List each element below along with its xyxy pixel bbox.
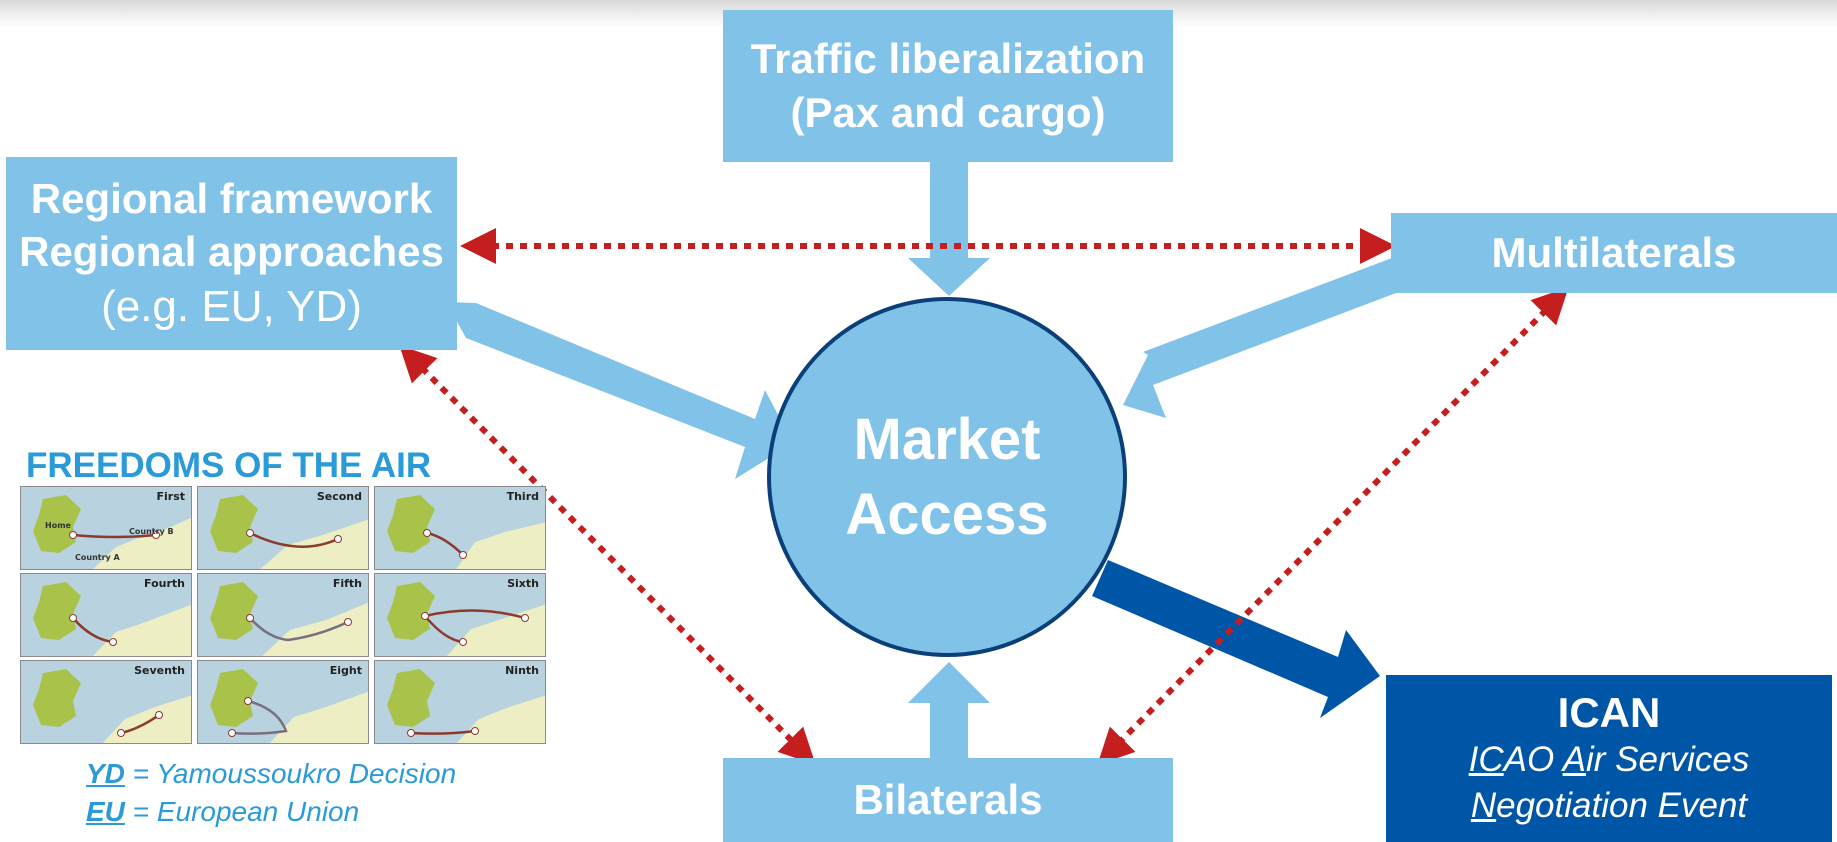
panel-label: First	[156, 490, 185, 503]
panel-label: Third	[506, 490, 539, 503]
multilaterals-label: Multilaterals	[1491, 229, 1737, 277]
country-b-label: Country B	[129, 527, 174, 536]
traffic-line2: (Pax and cargo)	[790, 89, 1106, 136]
regional-line3: (e.g. EU, YD)	[101, 282, 362, 332]
ican-line2: Negotiation Event	[1471, 783, 1747, 829]
regional-framework-box: Regional framework Regional approaches (…	[6, 157, 457, 350]
panel-label: Fifth	[332, 577, 362, 590]
ican-negotiation: egotiation Event	[1496, 785, 1748, 825]
freedom-panel: Sixth	[374, 573, 546, 657]
legend-yd-key: YD	[86, 758, 125, 789]
legend-eu-text: = European Union	[124, 796, 360, 827]
freedoms-grid: First Home Country B Country A Second Th…	[20, 486, 548, 744]
arrow-multi-to-center	[1123, 258, 1404, 418]
panel-label: Sixth	[507, 577, 539, 590]
ican-a: A	[1562, 740, 1586, 780]
country-a-label: Country A	[75, 553, 120, 562]
panel-label: Seventh	[134, 664, 185, 677]
ican-title: ICAN	[1557, 688, 1661, 736]
arrow-center-to-ican	[1092, 560, 1380, 718]
traffic-line1: Traffic liberalization	[750, 35, 1146, 83]
regional-line2: Regional approaches	[19, 228, 444, 276]
freedom-panel: Third	[374, 486, 546, 570]
multilaterals-box: Multilaterals	[1391, 213, 1837, 293]
regional-line1: Regional framework	[30, 174, 433, 222]
dotted-regional-bilateral	[399, 345, 816, 765]
panel-label: Second	[316, 490, 362, 503]
ican-ic: IC	[1468, 740, 1504, 780]
ican-ir-services: ir Services	[1585, 740, 1750, 780]
ican-ao: AO	[1503, 740, 1563, 780]
freedom-panel: Seventh	[20, 660, 192, 744]
freedom-panel: Second	[197, 486, 369, 570]
arrow-traffic-to-center	[908, 160, 990, 296]
legend-eu-key: EU	[86, 796, 125, 827]
traffic-liberalization-box: Traffic liberalization (Pax and cargo)	[723, 10, 1173, 162]
freedom-panel: Ninth	[374, 660, 546, 744]
arrow-bilateral-to-center	[908, 662, 990, 760]
panel-label: Eight	[329, 664, 362, 677]
center-line2: Access	[845, 482, 1049, 547]
panel-label: Ninth	[505, 664, 539, 677]
freedom-panel: Fifth	[197, 573, 369, 657]
ican-line1: ICAO Air Services	[1469, 737, 1750, 783]
freedom-panel: Fourth	[20, 573, 192, 657]
center-line1: Market	[853, 406, 1041, 472]
freedom-panel: Eight	[197, 660, 369, 744]
home-label: Home	[45, 521, 71, 530]
bilaterals-box: Bilaterals	[723, 758, 1173, 842]
legend-yd: YD = Yamoussoukro Decision	[86, 758, 456, 790]
ican-n: N	[1470, 785, 1497, 825]
bilaterals-label: Bilaterals	[853, 776, 1043, 824]
freedom-panel: First Home Country B Country A	[20, 486, 192, 570]
legend-eu: EU = European Union	[86, 796, 359, 828]
ican-box: ICAN ICAO Air Services Negotiation Event	[1386, 675, 1832, 842]
legend-yd-text: = Yamoussoukro Decision	[124, 758, 457, 789]
market-access-circle: Market Access	[767, 297, 1127, 657]
freedoms-title: FREEDOMS OF THE AIR	[26, 446, 432, 485]
arrow-regional-to-center	[446, 302, 793, 479]
panel-label: Fourth	[144, 577, 185, 590]
